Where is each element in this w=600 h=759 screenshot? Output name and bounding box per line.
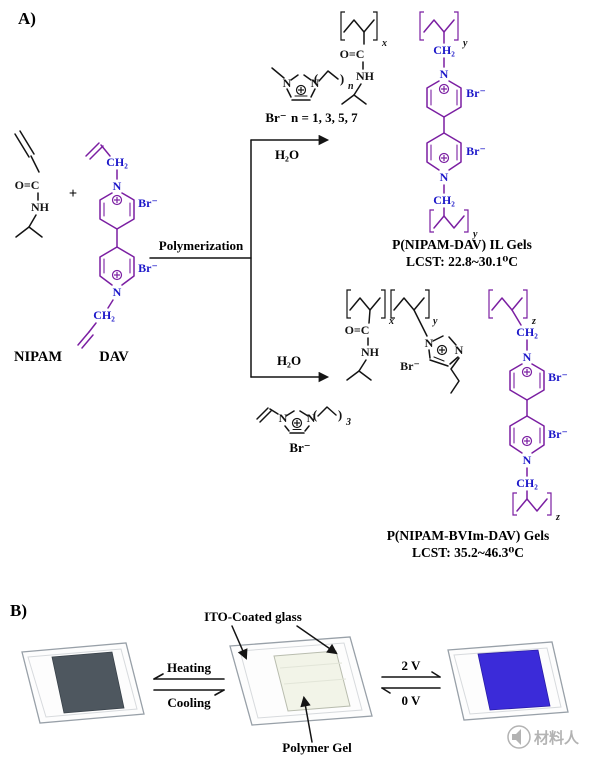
br-label: Br⁻ [548, 370, 568, 384]
ito-arrow-right [296, 625, 338, 655]
lower-product-structure: x O=C NH y N N Br⁻ z CH₂ N [345, 289, 568, 523]
sub-y: y [472, 229, 478, 240]
upper-br-label: Br⁻ [265, 110, 286, 125]
n-label: N [113, 285, 122, 299]
n-label: N [523, 453, 532, 467]
sub-x: x [388, 316, 394, 327]
lower-product-lcst: LCST: 35.2~46.3⁰C [412, 545, 524, 560]
carbonyl-label: O=C [340, 47, 365, 61]
polymerization-arrows: Polymerization [149, 134, 330, 383]
polymer-gel-label: Polymer Gel [282, 740, 352, 755]
nipam-name-label: NIPAM [14, 349, 62, 365]
upper-product-name: P(NIPAM-DAV) IL Gels [392, 237, 532, 252]
paren-open: ( [314, 71, 318, 86]
polymerization-label: Polymerization [159, 238, 244, 253]
sub-z: z [555, 512, 560, 523]
n-label: N [523, 350, 532, 364]
plus-charge-icon [291, 417, 303, 429]
br-label: Br⁻ [466, 86, 486, 100]
plus-charge-icon [111, 194, 123, 206]
panel-b-label: B) [10, 601, 27, 620]
gel-transparent [273, 650, 351, 712]
sub-y: y [462, 38, 468, 49]
lower-br-label: Br⁻ [289, 440, 310, 455]
n-label: N [311, 76, 320, 90]
ch2-label: CH₂ [516, 325, 538, 339]
plus-charge-icon [521, 366, 533, 378]
sub-z: z [531, 316, 536, 327]
sub-3: 3 [345, 417, 351, 428]
voltage-off-label: 0 V [402, 693, 422, 708]
n-label: N [307, 411, 316, 425]
ch2-label: CH₂ [516, 476, 538, 490]
n-label: N [283, 76, 292, 90]
voltage-on-label: 2 V [402, 658, 422, 673]
ch2-label: CH₂ [433, 43, 455, 57]
nh-label: NH [356, 69, 375, 83]
br-label: Br⁻ [466, 144, 486, 158]
dav-structure: CH₂ N Br⁻ N Br⁻ CH₂ [77, 142, 158, 349]
ch2-label: CH₂ [93, 308, 115, 322]
n-label: N [425, 336, 434, 350]
plus-sign: + [69, 186, 77, 202]
plus-charge-icon [295, 84, 307, 96]
gel-blue [477, 649, 551, 711]
heating-label: Heating [167, 660, 212, 675]
nipam-structure: O=C NH [14, 130, 50, 238]
heating-cooling-equilibrium: Heating Cooling [153, 660, 225, 710]
device-transparent [229, 636, 373, 726]
ito-coated-glass-label: ITO-Coated glass [204, 609, 302, 624]
ito-arrow-left [231, 625, 248, 660]
imidazolium-reagent-structure: N N ( ) n [271, 67, 354, 101]
speaker-icon [512, 729, 521, 745]
gel-opaque [51, 651, 125, 714]
cooling-label: Cooling [167, 695, 211, 710]
ch2-label: CH₂ [106, 155, 128, 169]
dav-name-label: DAV [99, 349, 129, 365]
upper-product-structure: x O=C NH y CH₂ N Br⁻ N Br⁻ CH₂ [340, 11, 486, 240]
upper-water-label: H₂O [275, 147, 299, 162]
nh-label: NH [31, 200, 50, 214]
voltage-equilibrium: 2 V 0 V [381, 658, 441, 708]
sub-n: n [348, 81, 354, 92]
n-values-label: n = 1, 3, 5, 7 [291, 110, 358, 125]
device-colored [447, 641, 569, 721]
sub-x: x [381, 38, 387, 49]
nh-label: NH [361, 345, 380, 359]
n-label: N [455, 343, 464, 357]
sub-y: y [432, 316, 438, 327]
watermark-logo-icon [507, 725, 531, 749]
upper-product-lcst: LCST: 22.8~30.1⁰C [406, 254, 518, 269]
ch2-label: CH₂ [433, 193, 455, 207]
plus-charge-icon [436, 344, 448, 356]
carbonyl-label: O=C [345, 323, 370, 337]
n-label: N [279, 411, 288, 425]
polymer-gel-arrow [300, 695, 313, 743]
n-label: N [113, 179, 122, 193]
watermark-text: 材料人 [534, 729, 580, 747]
plus-charge-icon [111, 269, 123, 281]
paren-open: ( [313, 407, 317, 422]
watermark: 材料人 [507, 725, 580, 749]
lower-water-label: H₂O [277, 353, 301, 368]
br-label: Br⁻ [400, 359, 420, 373]
paren-close: ) [340, 71, 344, 86]
n-label: N [440, 67, 449, 81]
plus-charge-icon [521, 435, 533, 447]
br-label: Br⁻ [138, 261, 158, 275]
br-label: Br⁻ [138, 196, 158, 210]
paren-close: ) [338, 407, 342, 422]
plus-charge-icon [438, 83, 450, 95]
n-label: N [440, 170, 449, 184]
device-heated [21, 642, 145, 724]
carbonyl-label: O=C [15, 178, 40, 192]
panel-a-label: A) [18, 9, 36, 28]
plus-charge-icon [438, 152, 450, 164]
br-label: Br⁻ [548, 427, 568, 441]
lower-product-name: P(NIPAM-BVIm-DAV) Gels [387, 528, 550, 543]
vinyl-imidazolium-structure: N N ( ) 3 [256, 406, 351, 434]
